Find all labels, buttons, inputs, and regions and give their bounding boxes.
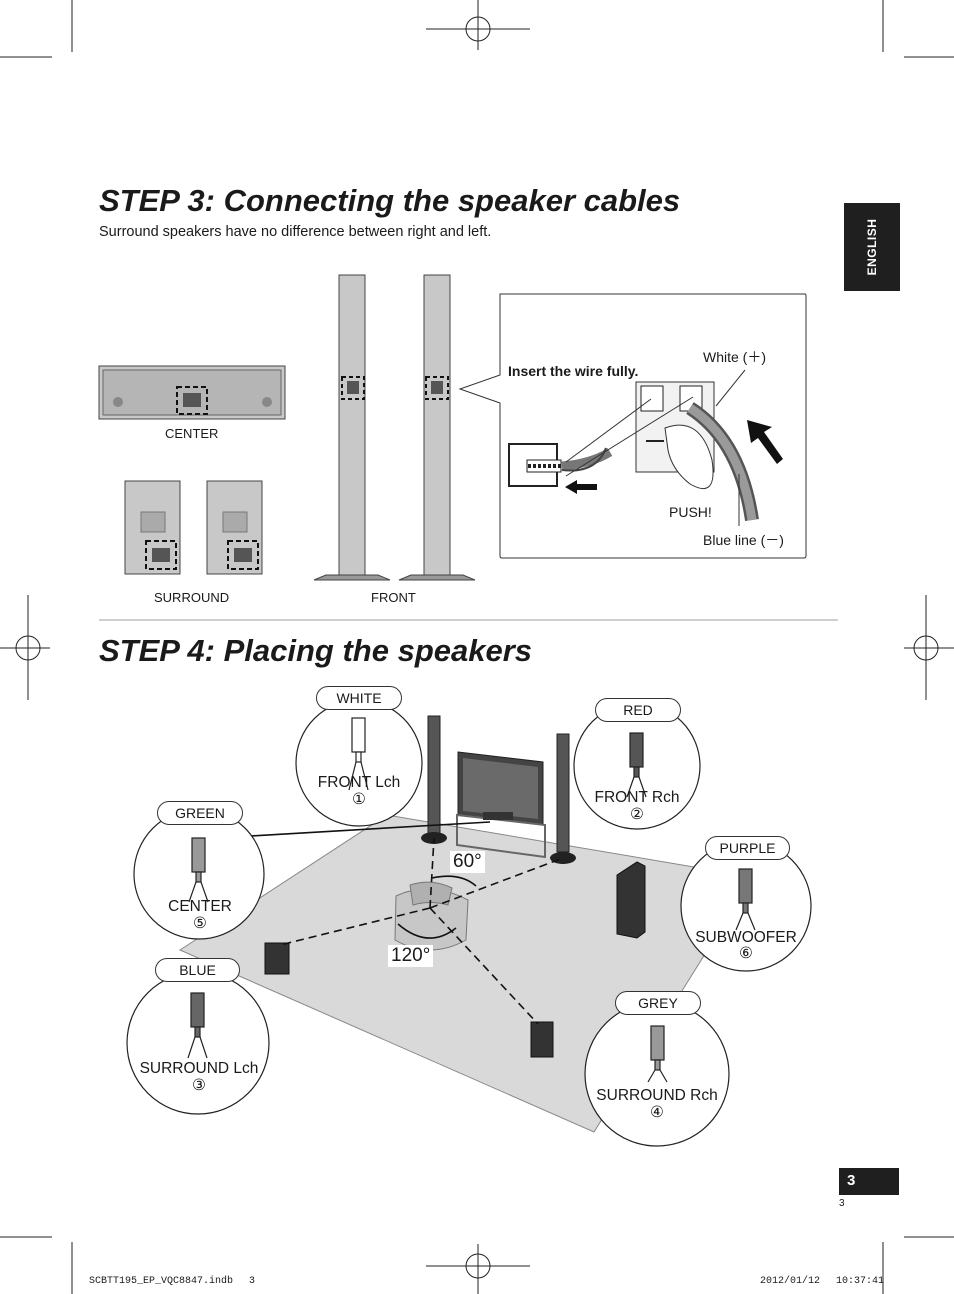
callout-blue-label: Blue line (－) xyxy=(703,532,784,548)
connector-surround-rch-num: ④ xyxy=(650,1104,664,1121)
footer-timestamp: 2012/01/12 10:37:41 xyxy=(760,1276,885,1287)
tag-blue: BLUE xyxy=(155,958,240,982)
angle-120-label: 120° xyxy=(388,945,434,967)
footer-file: SCBTT195_EP_VQC8847.indb 3 xyxy=(89,1276,256,1287)
connector-subwoofer-name: SUBWOOFER xyxy=(695,929,797,946)
surround-speaker-left xyxy=(124,480,181,575)
label-surround: SURROUND xyxy=(154,590,230,605)
connector-front-rch-num: ② xyxy=(630,806,644,823)
page-number: 3 xyxy=(847,1172,856,1189)
label-center: CENTER xyxy=(165,426,219,441)
angle-60-label: 60° xyxy=(450,851,485,873)
connector-surround-lch-num: ③ xyxy=(192,1077,206,1094)
connector-subwoofer-num: ⑥ xyxy=(739,945,753,962)
step4-title: STEP 4: Placing the speakers xyxy=(99,633,533,668)
label-front: FRONT xyxy=(371,590,416,605)
tag-green: GREEN xyxy=(157,801,243,825)
callout-push-label: PUSH! xyxy=(669,504,712,520)
center-speaker xyxy=(98,365,286,420)
wiring-callout xyxy=(458,293,807,559)
page-number-box: 3 xyxy=(839,1168,899,1195)
connector-surround-lch-name: SURROUND Lch xyxy=(139,1060,259,1077)
tag-red: RED xyxy=(595,698,681,722)
tag-grey: GREY xyxy=(615,991,701,1015)
connector-front-rch-name: FRONT Rch xyxy=(594,789,680,806)
surround-speaker-right xyxy=(206,480,263,575)
language-tab-label: ENGLISH xyxy=(865,218,879,276)
front-speaker-left xyxy=(313,274,391,581)
connector-center-name: CENTER xyxy=(168,898,232,915)
page-number-small: 3 xyxy=(839,1198,845,1209)
callout-instruction: Insert the wire fully. xyxy=(508,363,639,379)
plug-icons xyxy=(187,717,756,1083)
connector-front-lch-name: FRONT Lch xyxy=(317,774,401,791)
front-speaker-right xyxy=(398,274,476,581)
connector-front-lch-num: ① xyxy=(352,791,366,808)
language-tab: ENGLISH xyxy=(844,203,900,291)
step3-title: STEP 3: Connecting the speaker cables xyxy=(99,183,681,218)
tag-purple: PURPLE xyxy=(705,836,790,860)
step3-subtitle: Surround speakers have no difference bet… xyxy=(99,224,492,240)
callout-white-label: White (＋) xyxy=(703,349,766,365)
tag-white: WHITE xyxy=(316,686,402,710)
connector-surround-rch-name: SURROUND Rch xyxy=(596,1087,718,1104)
connector-center-num: ⑤ xyxy=(193,915,207,932)
